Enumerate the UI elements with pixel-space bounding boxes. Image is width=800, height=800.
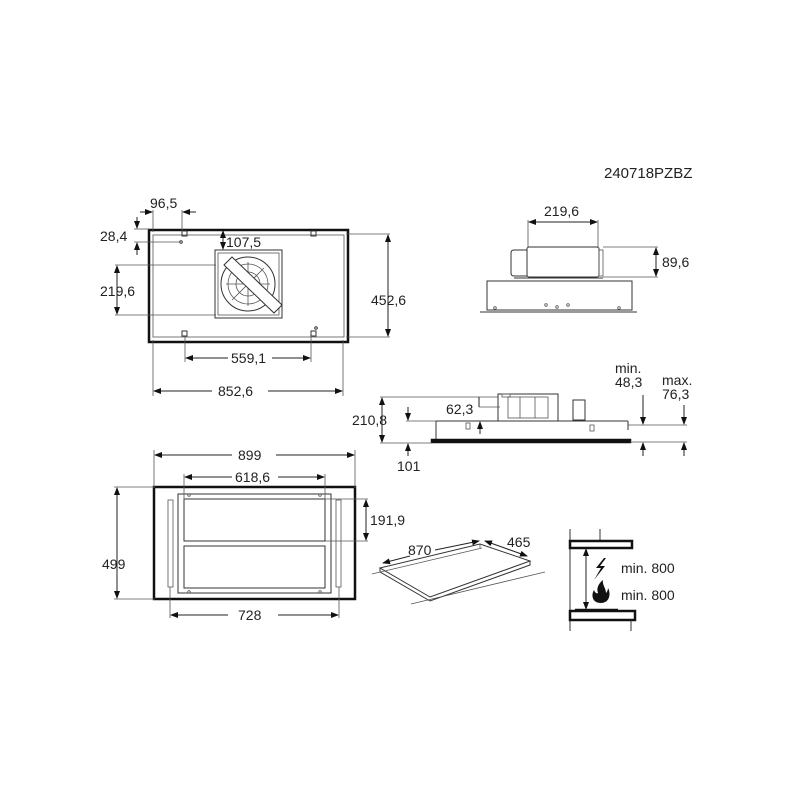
dim-fan-height: 219,6 bbox=[100, 283, 135, 299]
fan-unit bbox=[214, 249, 283, 319]
flame-icon bbox=[592, 580, 610, 603]
dim-width: 852,6 bbox=[218, 383, 253, 399]
side-view-top: 219,6 89,6 bbox=[480, 203, 689, 313]
dim-rails: 728 bbox=[238, 607, 262, 623]
dim-inner-width: 618,6 bbox=[235, 469, 270, 485]
dim-cutout-length: 870 bbox=[408, 542, 432, 558]
lightning-icon bbox=[594, 558, 606, 580]
dim-cutout-depth: 465 bbox=[507, 534, 531, 550]
max-label: max. bbox=[662, 372, 692, 388]
dim-filter-height: 191,9 bbox=[370, 512, 405, 528]
clearance-diagram: min. 800 min. 800 bbox=[568, 529, 675, 631]
dim-motor-height: 89,6 bbox=[662, 254, 689, 270]
electric-clearance: min. 800 bbox=[621, 560, 675, 576]
dim-fan-top: 107,5 bbox=[226, 234, 261, 250]
dim-total-height: 210,8 bbox=[352, 412, 387, 428]
cutout-perspective: 870 465 bbox=[371, 534, 546, 605]
max-value: 76,3 bbox=[662, 386, 689, 402]
bottom-view: 899 618,6 191,9 499 728 bbox=[102, 447, 405, 623]
dim-bottom-height: 499 bbox=[102, 556, 126, 572]
min-value: 48,3 bbox=[615, 374, 642, 390]
dim-height: 452,6 bbox=[371, 292, 406, 308]
dim-brackets: 559,1 bbox=[231, 350, 266, 366]
min-label: min. bbox=[615, 360, 641, 376]
dim-motor-width: 219,6 bbox=[544, 203, 579, 219]
dim-62: 62,3 bbox=[446, 401, 473, 417]
gas-clearance: min. 800 bbox=[621, 587, 675, 603]
dim-offset-y: 28,4 bbox=[100, 228, 127, 244]
dim-offset-x: 96,5 bbox=[150, 195, 177, 211]
dim-bottom-width: 899 bbox=[238, 447, 262, 463]
dim-panel: 101 bbox=[397, 458, 421, 474]
side-view-section: 210,8 62,3 101 min. 48,3 max. 76,3 bbox=[352, 360, 692, 474]
top-view: 96,5 28,4 107,5 219,6 452,6 559,1 852,6 bbox=[100, 195, 406, 399]
drawing-code: 240718PZBZ bbox=[604, 165, 692, 182]
